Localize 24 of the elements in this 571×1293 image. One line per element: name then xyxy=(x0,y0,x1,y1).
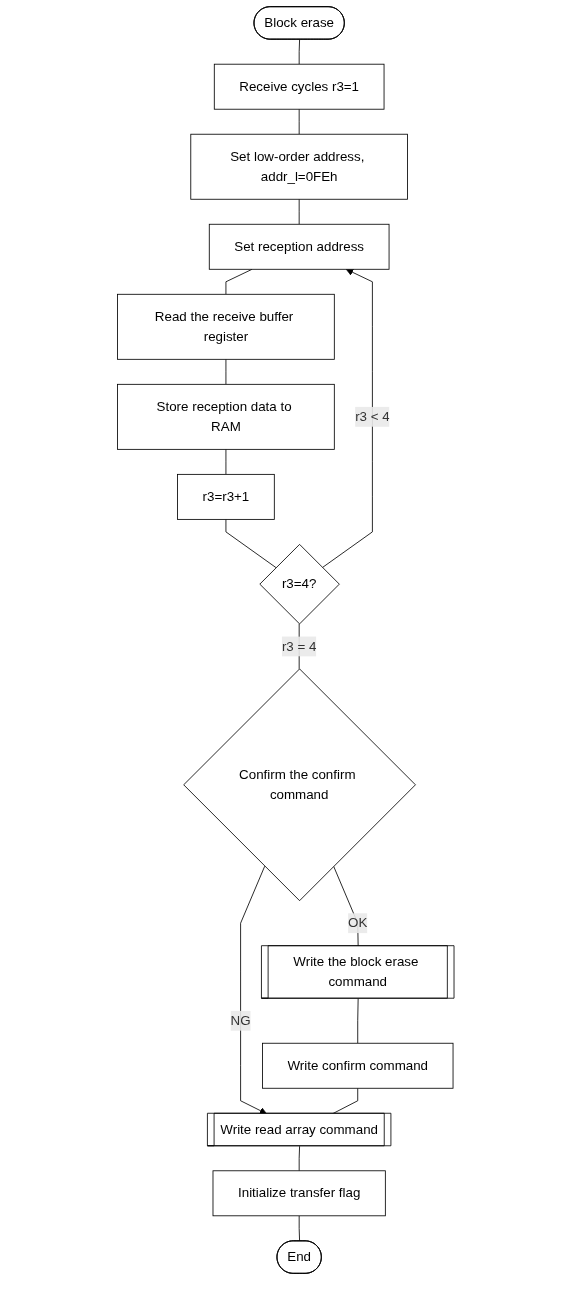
node-box: Receive cycles r3=1 xyxy=(213,63,385,110)
connector xyxy=(298,39,300,65)
node-box: Set low-order address, addr_l=0FEh xyxy=(190,133,408,200)
connector xyxy=(298,108,300,135)
node-box: Store reception data to RAM xyxy=(116,383,335,450)
connector xyxy=(298,1215,300,1242)
connector xyxy=(225,448,227,475)
connector xyxy=(332,865,359,947)
connector xyxy=(357,998,359,1044)
connector xyxy=(298,1145,300,1172)
node-diamond: r3=4? xyxy=(259,543,340,625)
connector xyxy=(225,358,227,385)
edge-label: r3 = 4 xyxy=(281,638,317,654)
connector xyxy=(225,518,277,568)
node-diamond: Confirm the confirm command xyxy=(183,668,416,902)
node-box: Write confirm command xyxy=(261,1042,454,1089)
node-box: Read the receive buffer register xyxy=(116,293,335,360)
edge-label: OK xyxy=(347,915,368,930)
node-box: Set reception address xyxy=(208,223,390,270)
connector xyxy=(298,198,300,225)
edge-label: r3 < 4 xyxy=(354,409,390,424)
edge-label: NG xyxy=(230,1013,251,1028)
node-box: r3=r3+1 xyxy=(176,473,275,520)
node-box: Initialize transfer flag xyxy=(212,1170,386,1217)
